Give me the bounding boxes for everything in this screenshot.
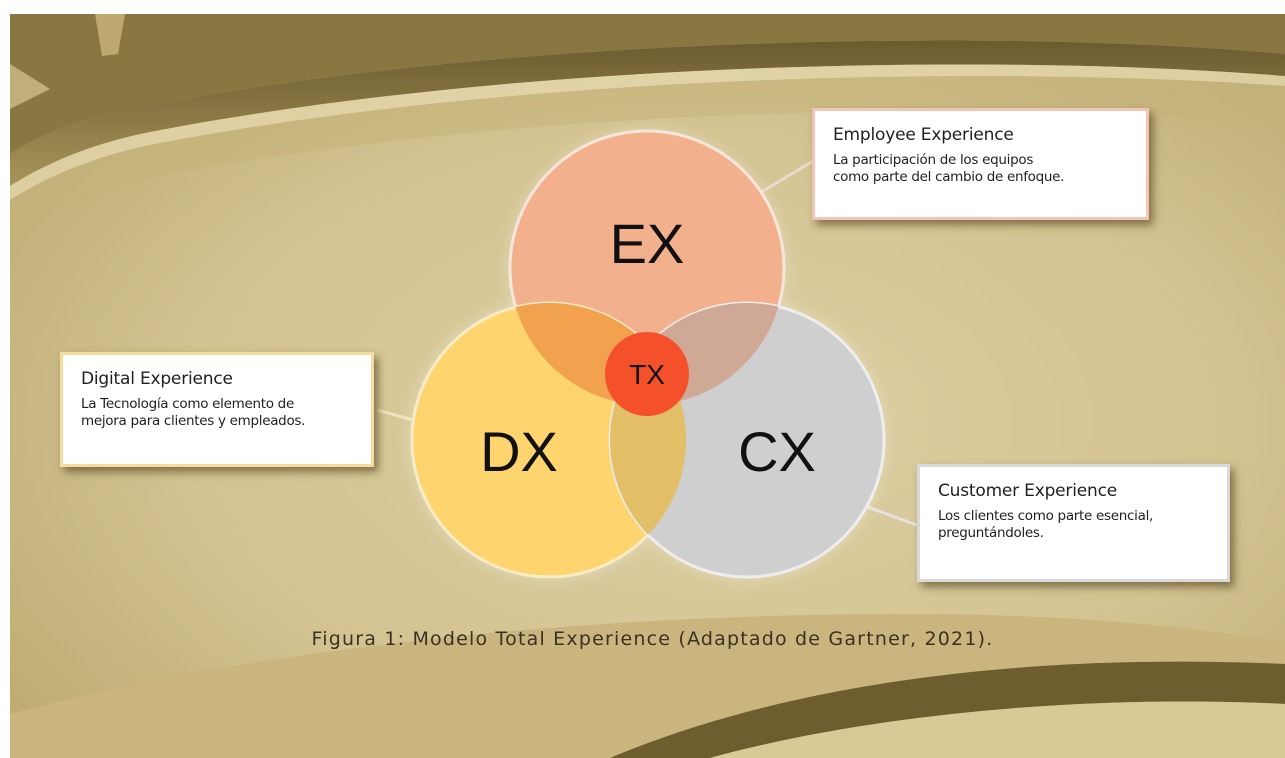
callout-line: mejora para clientes y empleados. (81, 413, 306, 429)
callout-description: La participación de los equipos como par… (833, 152, 1128, 186)
figure-caption: Figura 1: Modelo Total Experience (Adapt… (311, 628, 994, 650)
label-dx: DX (480, 420, 558, 483)
label-tx: TX (629, 359, 665, 390)
callout-line: La Tecnología como elemento de (81, 396, 294, 412)
callout-line: La participación de los equipos (833, 152, 1034, 168)
callout-line: Los clientes como parte esencial, (938, 508, 1154, 524)
label-cx: CX (738, 420, 816, 483)
callout-customer-experience: Customer Experience Los clientes como pa… (917, 464, 1230, 582)
callout-title: Customer Experience (938, 481, 1117, 501)
label-ex: EX (610, 212, 685, 275)
callout-title: Employee Experience (833, 125, 1014, 145)
callout-digital-experience: Digital Experience La Tecnología como el… (60, 352, 374, 467)
connector-dx (376, 408, 414, 422)
callout-line: como parte del cambio de enfoque. (833, 169, 1065, 185)
callout-employee-experience: Employee Experience La participación de … (812, 108, 1149, 220)
callout-description: Los clientes como parte esencial, pregun… (938, 508, 1209, 542)
circle-tx (605, 332, 689, 416)
callout-description: La Tecnología como elemento de mejora pa… (81, 396, 353, 430)
callout-line: preguntándoles. (938, 525, 1044, 541)
connector-ex (759, 156, 819, 195)
callout-title: Digital Experience (81, 369, 233, 389)
connector-cx (861, 503, 918, 527)
